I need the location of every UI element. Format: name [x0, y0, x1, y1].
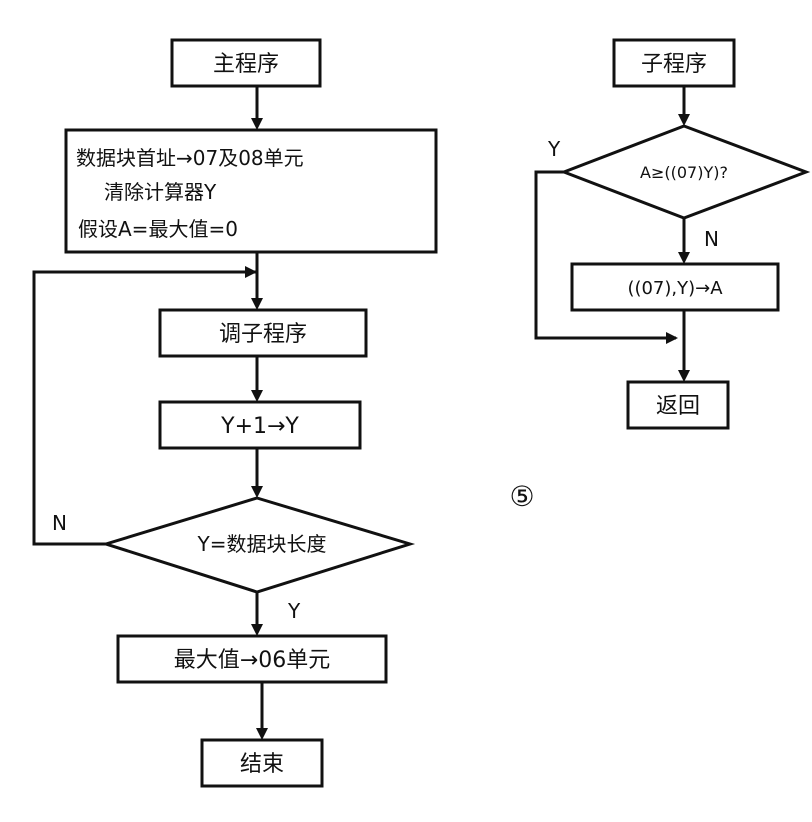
main-arrow-3 [251, 390, 263, 402]
main-decision-yes-label: Y [287, 599, 301, 623]
sub-return-box [626, 380, 730, 430]
sub-decision-label: A≥((07)Y)? [640, 163, 728, 182]
main-arrow-4 [251, 486, 263, 498]
sub-yes-branch-arrow [666, 332, 678, 344]
main-store-max-label: 最大值→06单元 [174, 648, 330, 673]
main-arrow-1 [251, 118, 263, 130]
main-loop-back-line [32, 270, 257, 546]
main-loop-back-arrow [245, 266, 257, 278]
main-call-sub-box [158, 308, 368, 358]
main-call-sub-label: 调子程序 [219, 322, 307, 347]
sub-yes-branch-line [534, 170, 676, 340]
main-start-box [170, 38, 322, 88]
main-arrow-5 [251, 624, 263, 636]
sub-return-label: 返回 [656, 394, 700, 419]
sub-decision-yes-label: Y [547, 137, 561, 161]
main-decision-label: Y=数据块长度 [197, 532, 327, 556]
main-init-line3: 假设A=最大值=0 [78, 217, 238, 241]
main-increment-label: Y+1→Y [220, 414, 299, 439]
main-init-line2: 清除计算器Y [104, 180, 217, 204]
sub-start-label: 子程序 [641, 52, 707, 77]
main-start-label: 主程序 [213, 52, 279, 77]
main-decision-no-label: N [52, 511, 67, 535]
sub-decision-no-label: N [704, 227, 719, 251]
main-increment-box [158, 400, 362, 450]
main-end-box [200, 738, 324, 788]
sub-arrow-2 [678, 252, 690, 264]
sub-assign-label: ((07),Y)→A [627, 278, 723, 299]
main-store-max-box [116, 634, 388, 684]
figure-number: ⑤ [509, 480, 534, 513]
sub-assign-box [570, 262, 780, 312]
main-init-box [64, 128, 438, 254]
sub-arrow-1 [678, 114, 690, 126]
main-init-line1: 数据块首址→07及08单元 [76, 146, 304, 170]
main-arrow-6 [256, 728, 268, 740]
sub-start-box [612, 38, 736, 88]
sub-arrow-3 [678, 370, 690, 382]
main-end-label: 结束 [240, 752, 284, 777]
main-arrow-2 [251, 298, 263, 310]
